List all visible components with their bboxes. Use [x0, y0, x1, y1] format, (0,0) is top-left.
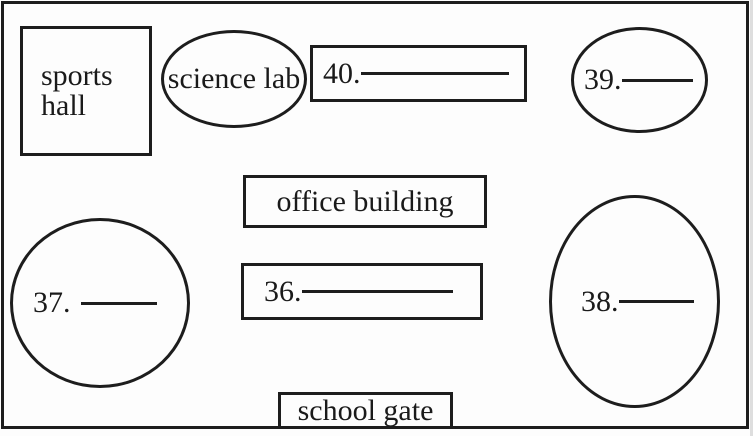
office-building-label: office building: [276, 184, 454, 218]
answer-ellipse-38: 38.: [549, 195, 720, 408]
answer-blank-40: [360, 72, 509, 75]
answer-number-37: 37.: [33, 286, 71, 319]
answer-circle-37: 37.: [10, 218, 190, 388]
answer-blank-39: [621, 78, 693, 82]
answer-ellipse-39: 39.: [571, 27, 708, 133]
answer-number-39: 39.: [584, 63, 622, 96]
answer-blank-37: [80, 301, 157, 305]
answer-box-36: 36.: [241, 263, 483, 320]
answer-blank-38: [618, 300, 694, 303]
answer-box-40: 40.: [310, 45, 527, 102]
school-gate-box: school gate: [278, 392, 453, 429]
sports-hall-label: sports hall: [41, 59, 113, 122]
answer-number-38: 38.: [581, 284, 619, 318]
sports-hall-box: sports hall: [20, 26, 152, 156]
school-gate-label: school gate: [297, 393, 434, 427]
answer-blank-36: [301, 290, 453, 293]
office-building-box: office building: [243, 175, 487, 228]
answer-number-40: 40.: [323, 56, 361, 90]
science-lab-ellipse: science lab: [161, 30, 307, 128]
answer-number-36: 36.: [264, 274, 302, 308]
science-lab-label: science lab: [167, 62, 301, 95]
